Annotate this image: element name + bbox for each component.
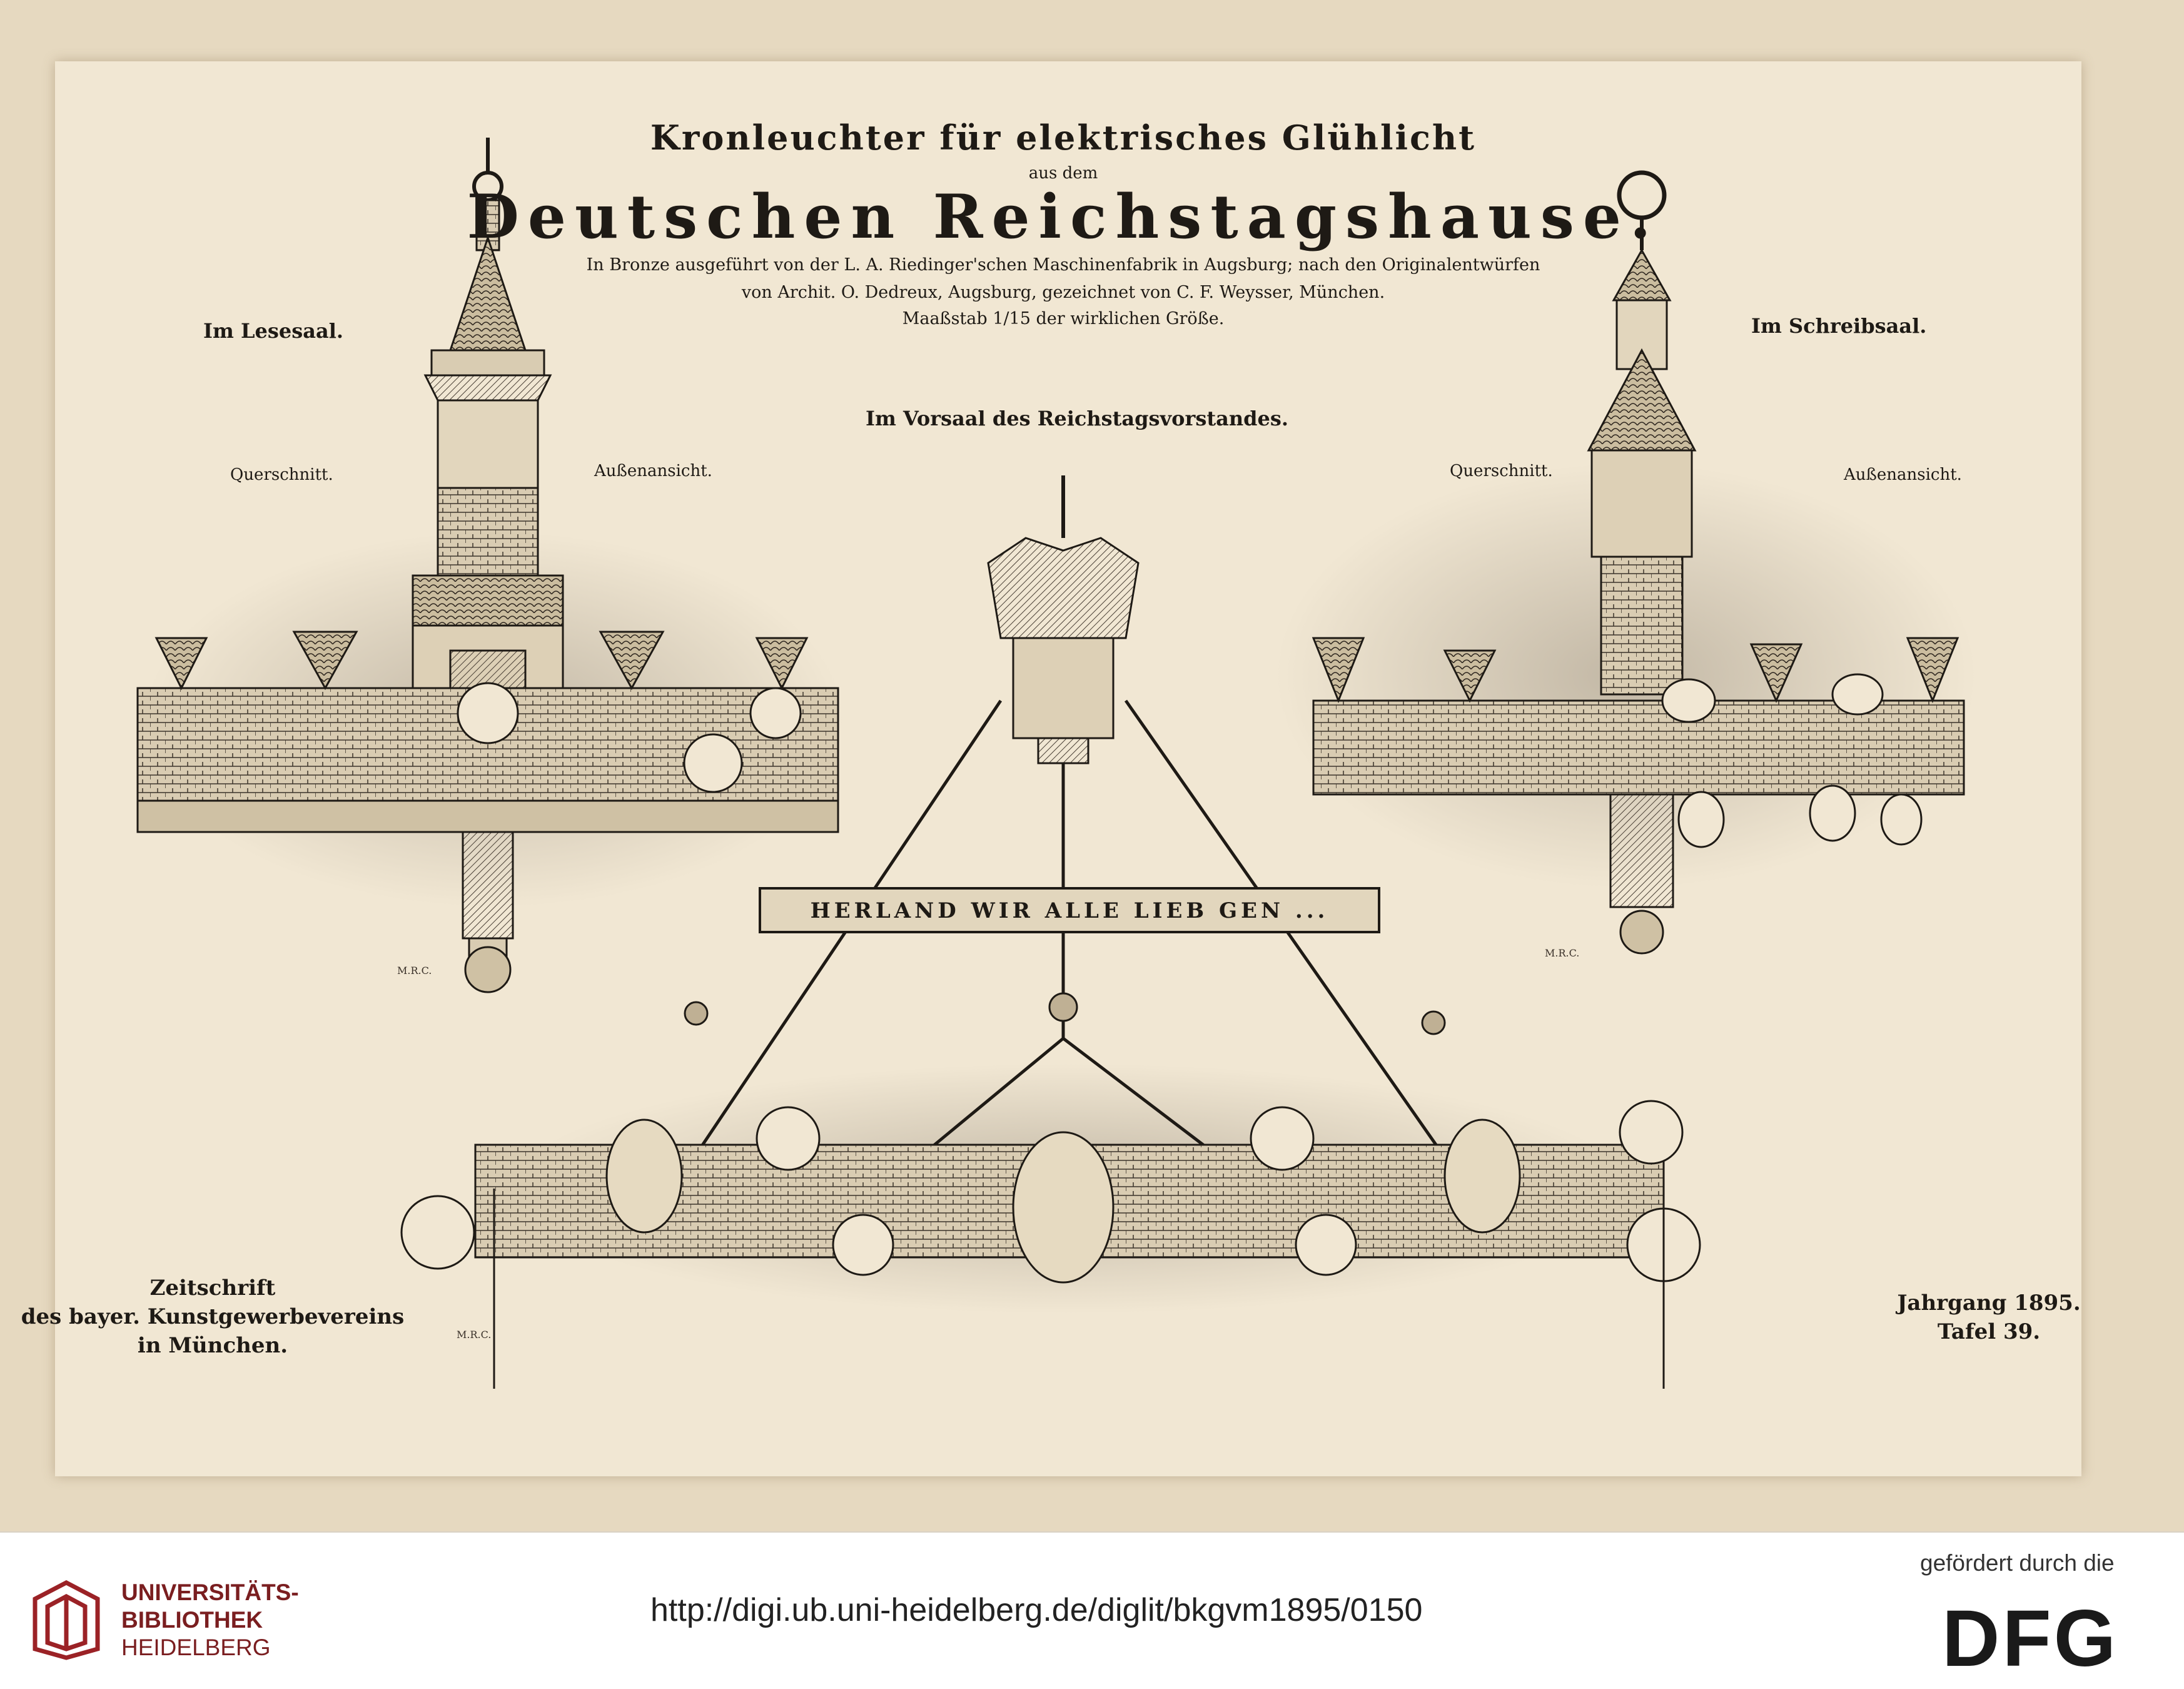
right-label-section: Querschnitt.	[1450, 462, 1553, 480]
library-line-3: HEIDELBERG	[121, 1635, 271, 1660]
artist-mark-center: M.R.C.	[457, 1329, 492, 1341]
university-library-logo-icon[interactable]	[23, 1574, 110, 1661]
right-label-exterior: Außenansicht.	[1844, 465, 1962, 484]
digitization-footer: UNIVERSITÄTS- BIBLIOTHEK HEIDELBERG http…	[0, 1531, 2184, 1689]
library-line-2: BIBLIOTHEK	[121, 1607, 263, 1633]
library-name[interactable]: UNIVERSITÄTS- BIBLIOTHEK HEIDELBERG	[121, 1579, 299, 1661]
chandelier-illustrations	[136, 138, 1976, 1389]
artist-mark-left: M.R.C.	[397, 965, 432, 976]
journal-line-1: Zeitschrift	[149, 1276, 276, 1301]
year-line: Jahrgang 1895.	[1897, 1291, 2081, 1316]
left-label-exterior: Außenansicht.	[594, 462, 712, 480]
funder-note: gefördert durch die	[1920, 1550, 2115, 1576]
scanned-page: HERLAND WIR ALLE LIEB GEN ... Kronleucht…	[0, 0, 2184, 1531]
plate-number: Tafel 39.	[1937, 1319, 2041, 1344]
left-label-section: Querschnitt.	[230, 465, 333, 484]
credit-line-2: von Archit. O. Dedreux, Augsburg, gezeic…	[741, 283, 1385, 302]
journal-line-2: des bayer. Kunstgewerbevereins	[21, 1304, 405, 1329]
ring-inscription: HERLAND WIR ALLE LIEB GEN ...	[810, 898, 1329, 923]
center-chandelier	[400, 475, 1701, 1389]
credit-line-1: In Bronze ausgeführt von der L. A. Riedi…	[586, 255, 1540, 275]
left-section-title: Im Lesesaal.	[203, 319, 343, 343]
permalink-url[interactable]: http://digi.ub.uni-heidelberg.de/diglit/…	[650, 1592, 1423, 1628]
dfg-logo[interactable]: DFG	[1942, 1594, 2119, 1683]
plate-title-line1: Kronleuchter für elektrisches Glühlicht	[650, 118, 1477, 158]
right-section-title: Im Schreibsaal.	[1751, 314, 1927, 338]
plate-number-block: Jahrgang 1895. Tafel 39.	[1897, 1289, 2080, 1346]
right-chandelier	[1276, 170, 1976, 955]
center-section-title: Im Vorsaal des Reichstagsvorstandes.	[866, 407, 1288, 430]
left-chandelier	[136, 138, 844, 993]
journal-line-3: in München.	[137, 1333, 288, 1358]
journal-imprint: Zeitschrift des bayer. Kunstgewerbeverei…	[21, 1274, 404, 1360]
library-line-1: UNIVERSITÄTS-	[121, 1580, 299, 1605]
plate-title-line2: Deutschen Reichstagshause.	[467, 181, 1660, 252]
plate-title-connector: aus dem	[1028, 164, 1098, 183]
artist-mark-right: M.R.C.	[1545, 947, 1580, 959]
credit-line-3: Maaßstab 1/15 der wirklichen Größe.	[902, 309, 1225, 328]
